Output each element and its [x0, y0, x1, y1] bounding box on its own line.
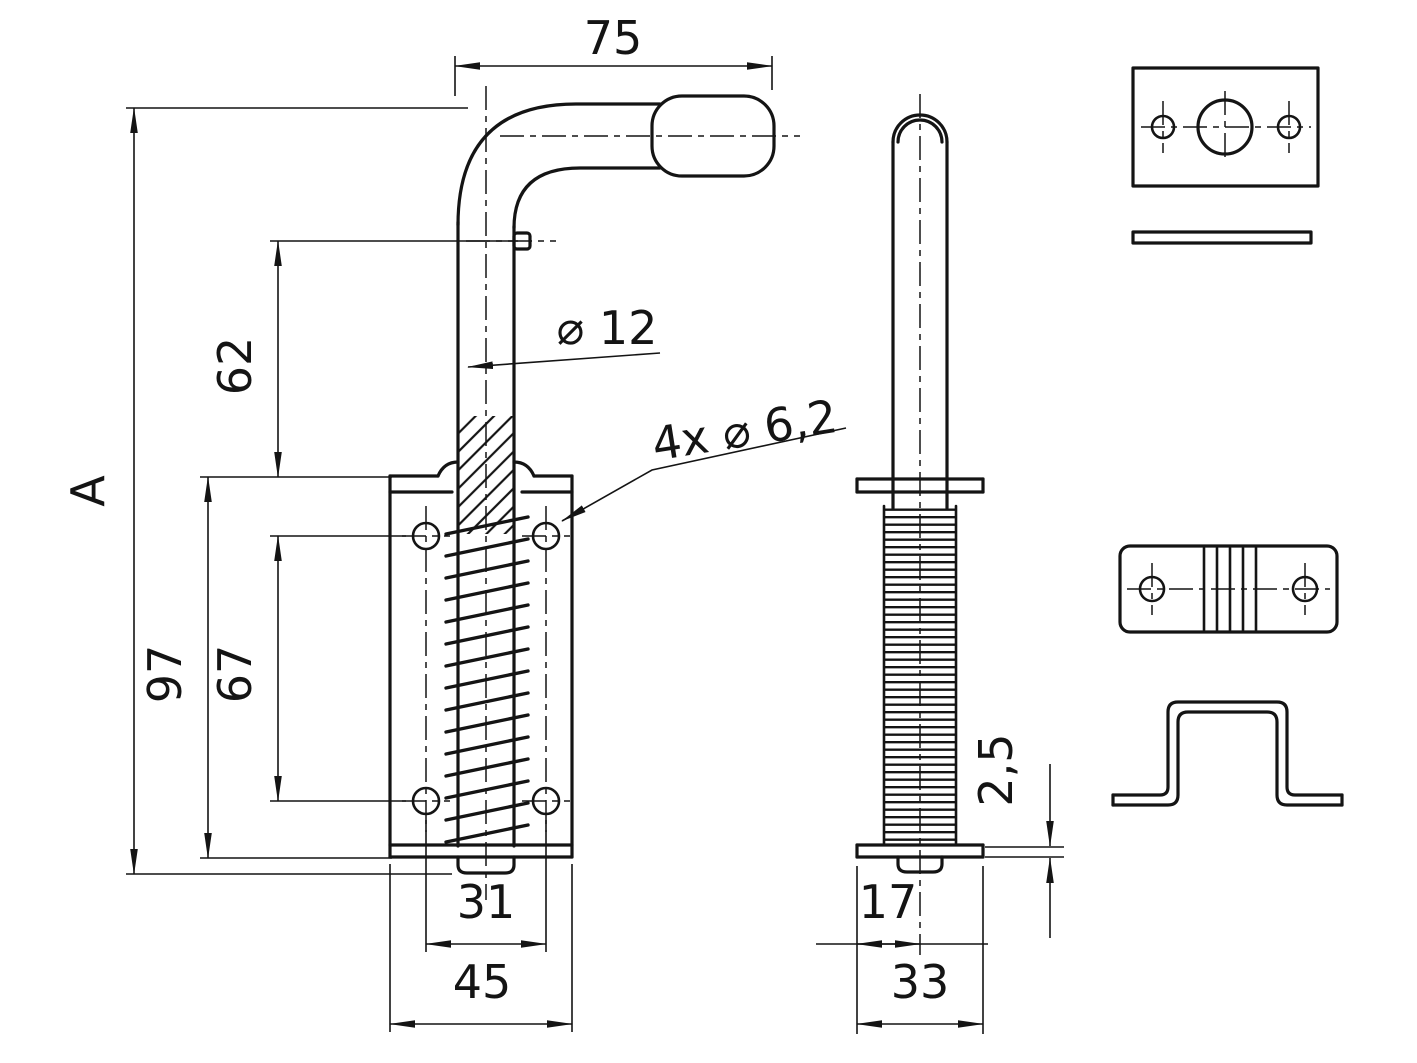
detail-u-bracket [1111, 700, 1344, 807]
dim-67-label: 67 [208, 645, 262, 704]
dim-overall-height: A [61, 107, 468, 875]
side-bolt-tip [896, 855, 944, 874]
handle-outer-contour [456, 102, 662, 227]
rod-section-hatch [458, 416, 514, 534]
dim-45-label: 45 [453, 955, 512, 1009]
dim-hole-pitch-vertical: 67 [208, 535, 406, 802]
rod-top-cap-outer [891, 113, 949, 144]
detail-top-plate [1131, 66, 1320, 188]
bolt-bottom-tip [456, 855, 516, 875]
flange-hump-right [512, 460, 536, 478]
guide-plate-ribs [1202, 546, 1258, 632]
spring-coil-front [444, 515, 530, 844]
dim-hole-pitch-horizontal: 31 [425, 820, 547, 952]
side-view [855, 94, 985, 955]
dim-handle-length: 75 [454, 11, 773, 96]
handle-inner-contour [512, 166, 662, 230]
flange-hump-left [436, 460, 460, 478]
handle-grip [650, 94, 776, 178]
dim-17-label: 17 [859, 875, 918, 929]
dim-62-label: 62 [208, 337, 262, 396]
dim-75-label: 75 [584, 11, 643, 65]
rod-top-cap-inner [896, 118, 944, 144]
detail-shim-strip [1131, 230, 1313, 245]
dim-plate-height: 97 [138, 476, 392, 859]
dim-97-label: 97 [138, 645, 192, 704]
dim-material-thickness: 2,5 [969, 733, 1064, 938]
dim-pin-height: 62 [200, 240, 518, 478]
front-view [388, 86, 800, 900]
dim-mounting-holes-label: 4x ⌀ 6,2 [648, 389, 841, 472]
dim-rod-diameter: ⌀ 12 [467, 301, 661, 369]
dimensions: 75 A 62 97 67 [61, 11, 1064, 1034]
dim-mounting-holes: 4x ⌀ 6,2 [561, 389, 847, 522]
plate-holes [402, 521, 570, 816]
dim-A-label: A [61, 475, 115, 507]
dim-rod-diameter-label: ⌀ 12 [557, 301, 658, 355]
dim-31-label: 31 [457, 875, 516, 929]
spring-coil-side [884, 506, 956, 843]
dim-side-width: 33 [856, 866, 984, 1034]
dim-plate-width: 45 [389, 864, 573, 1032]
dim-33-label: 33 [891, 955, 950, 1009]
dim-2-5-label: 2,5 [969, 733, 1023, 806]
detail-guide-plate [1118, 544, 1339, 634]
dim-side-offset: 17 [816, 866, 988, 1034]
